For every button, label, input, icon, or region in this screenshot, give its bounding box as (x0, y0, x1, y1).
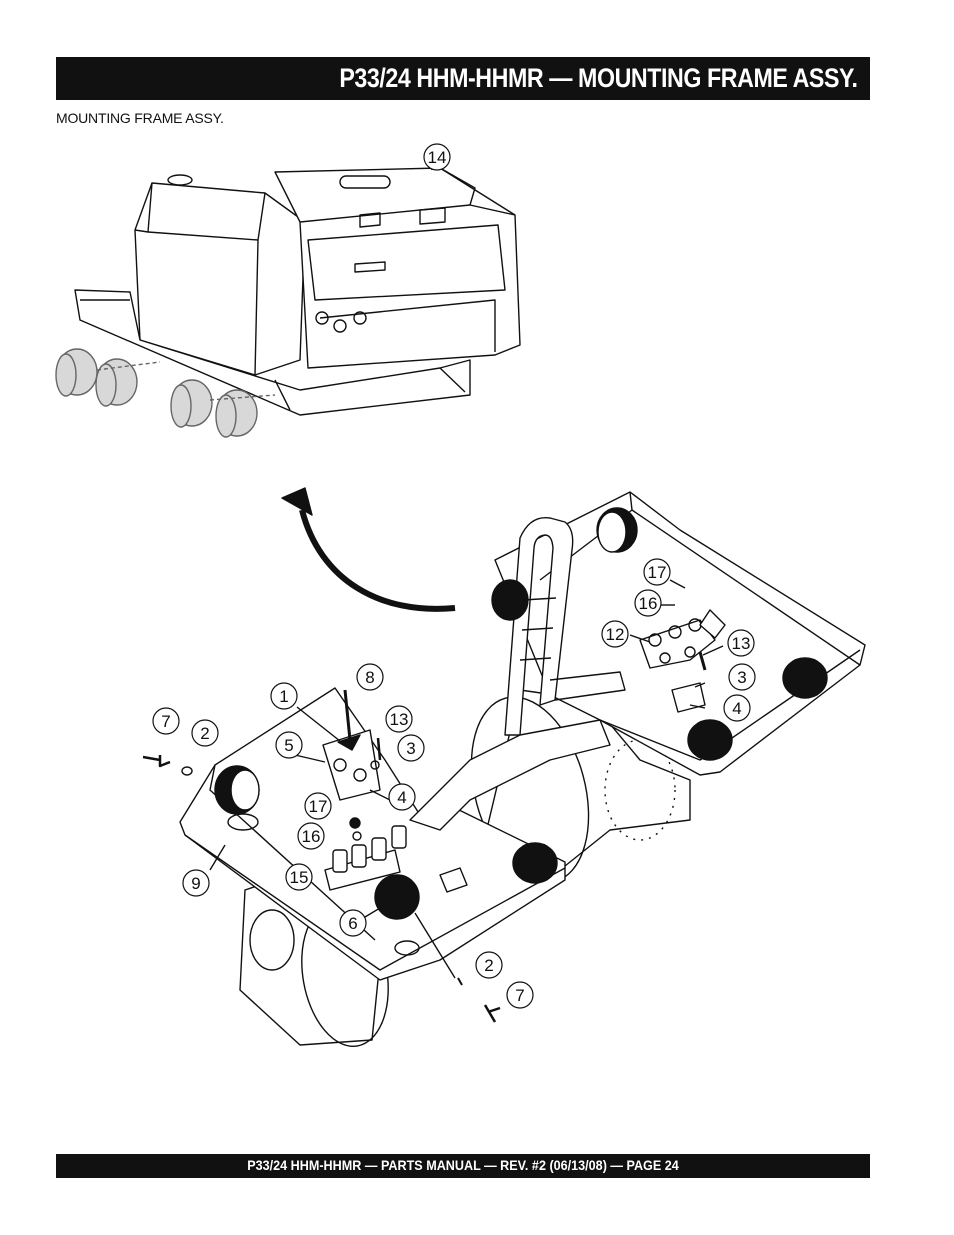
page-header: P33/24 HHM-HHMR — MOUNTING FRAME ASSY. (56, 57, 870, 100)
callout-17-right: 17 (648, 563, 667, 582)
callout-12: 12 (606, 625, 625, 644)
callout-9: 9 (191, 874, 200, 893)
callout-7-left: 7 (161, 712, 170, 731)
callout-2-bottom: 2 (484, 956, 493, 975)
footer-text: P33/24 HHM-HHMR — PARTS MANUAL — REV. #2… (247, 1157, 679, 1173)
callout-4-right: 4 (732, 699, 741, 718)
callout-2-left: 2 (200, 724, 209, 743)
section-label: MOUNTING FRAME ASSY. (56, 110, 224, 126)
callout-15: 15 (290, 868, 309, 887)
callout-5: 5 (284, 736, 293, 755)
callout-14: 14 (428, 148, 447, 167)
callout-7-bottom: 7 (515, 986, 524, 1005)
lower-isolators (214, 507, 828, 920)
callout-circles (152, 143, 756, 1009)
callout-4-left: 4 (397, 788, 406, 807)
page-footer: P33/24 HHM-HHMR — PARTS MANUAL — REV. #2… (56, 1154, 870, 1178)
callout-1: 1 (279, 687, 288, 706)
callout-3-left: 3 (406, 739, 415, 758)
mounting-frame-diagram: 14 17 16 12 13 3 4 1 8 7 2 13 5 3 4 17 1… (55, 143, 866, 1047)
upper-isolators (55, 348, 276, 438)
callout-16-right: 16 (639, 594, 658, 613)
page-title: P33/24 HHM-HHMR — MOUNTING FRAME ASSY. (339, 63, 859, 93)
callout-13-right: 13 (732, 634, 751, 653)
callout-6: 6 (348, 914, 357, 933)
callout-17-left: 17 (309, 797, 328, 816)
tank-cover-assembly (74, 161, 521, 416)
callout-16-left: 16 (302, 827, 321, 846)
callout-3-right: 3 (737, 668, 746, 687)
callout-8: 8 (365, 668, 374, 687)
assembly-direction-arrow (299, 509, 456, 612)
callout-13-left: 13 (390, 710, 409, 729)
